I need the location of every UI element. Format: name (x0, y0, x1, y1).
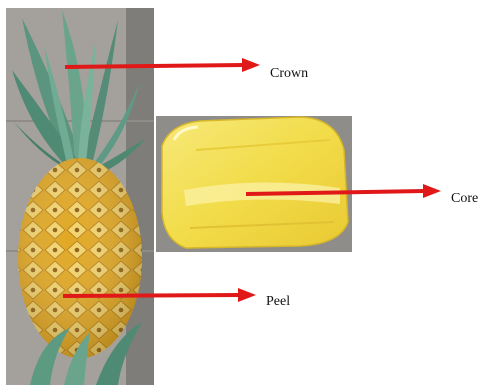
fruit-shading (18, 158, 142, 358)
arrow-icon (238, 288, 256, 302)
arrow-shaft (65, 65, 244, 67)
arrow-icon (242, 58, 260, 72)
pineapple-body (18, 158, 142, 358)
arrow-icon (423, 184, 441, 198)
arrow-shaft (63, 295, 240, 296)
slice-flesh (162, 117, 348, 248)
core-slice-photo (156, 116, 352, 252)
